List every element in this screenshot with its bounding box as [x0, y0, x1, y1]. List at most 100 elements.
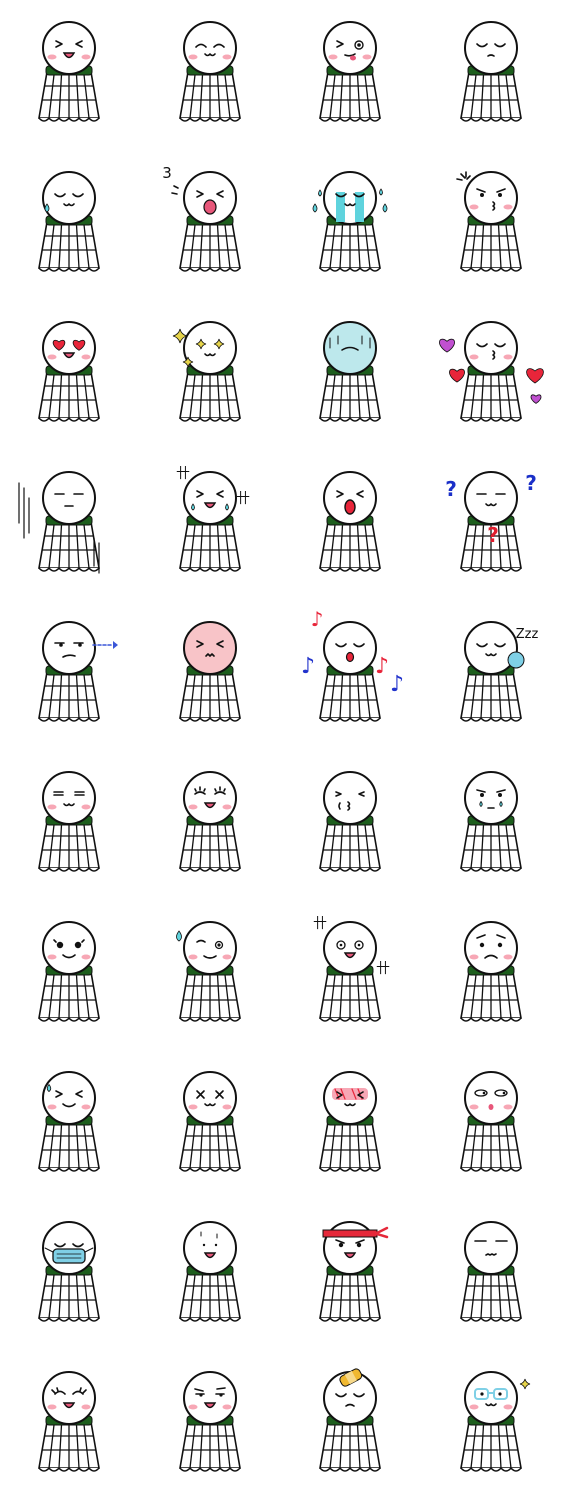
tongue: [350, 55, 356, 61]
sticker-frustrated-laugh[interactable]: 卄卄: [141, 450, 282, 600]
mouth: [62, 1103, 76, 1108]
head: [42, 1071, 96, 1125]
tear-drop-icon: [498, 800, 503, 807]
eye-left: [195, 190, 204, 198]
sticker-art: [38, 171, 100, 272]
heart-icon: [530, 394, 541, 404]
blush-left: [469, 204, 478, 210]
blush-left: [47, 804, 57, 810]
sticker-nervous-wink[interactable]: [141, 900, 282, 1050]
sticker-art: [319, 21, 381, 122]
sticker-art: [319, 471, 381, 572]
blush-right: [81, 804, 91, 810]
sticker-grin-lashes[interactable]: [0, 1350, 141, 1500]
sticker-squint-smile-tongue[interactable]: [0, 0, 141, 150]
blush-lines-icon: [334, 1088, 363, 1100]
head: [182, 321, 237, 375]
eye-right: [215, 190, 224, 198]
blush-left: [328, 54, 338, 60]
sticker-content-sweat[interactable]: [0, 150, 141, 300]
head: [182, 1071, 237, 1125]
head: [182, 921, 237, 975]
blush-left: [188, 804, 197, 810]
mouth: [204, 653, 215, 657]
eye-left: [195, 1090, 205, 1099]
sticker-kiss-lips[interactable]: 3: [141, 150, 282, 300]
sticker-wide-eyed-smile[interactable]: [0, 900, 141, 1050]
head: [323, 921, 377, 975]
sweat-drop-icon: [44, 203, 50, 213]
sticker-x-eyes[interactable]: [141, 1050, 282, 1200]
sticker-pale-shock[interactable]: [281, 300, 422, 450]
mouth: [484, 653, 497, 657]
blush-right: [503, 1104, 512, 1110]
sparkle-icon: [182, 356, 193, 368]
sticker-art: [312, 171, 388, 272]
blush-right: [81, 354, 91, 360]
sticker-injured[interactable]: [281, 1350, 422, 1500]
head: [42, 1221, 96, 1275]
sticker-lashes-blush[interactable]: [141, 750, 282, 900]
anger-mark-icon: [455, 171, 471, 181]
sticker-sleeping[interactable]: Zzz: [422, 600, 562, 750]
blush-right: [503, 354, 512, 360]
mouth: [345, 651, 355, 663]
sticker-gloomy[interactable]: [0, 450, 141, 600]
head: [323, 21, 377, 75]
sticker-determined[interactable]: [281, 1200, 422, 1350]
sticker-whistling[interactable]: [281, 750, 422, 900]
head: [42, 471, 96, 525]
sticker-crying[interactable]: [281, 150, 422, 300]
sticker-worried[interactable]: [422, 900, 562, 1050]
sticker-in-love[interactable]: [422, 300, 562, 450]
eye: [335, 643, 347, 648]
sticker-wearing-mask[interactable]: [0, 1200, 141, 1350]
sticker-side-glance[interactable]: [0, 600, 141, 750]
sticker-expressionless[interactable]: [422, 1200, 562, 1350]
sticker-smirk[interactable]: [141, 1350, 282, 1500]
sticker-blushing-hard[interactable]: [281, 1050, 422, 1200]
sticker-calm-closed-eyes[interactable]: [422, 0, 562, 150]
eye-right: [356, 1242, 362, 1248]
sticker-singing[interactable]: ♪♪♪♪: [281, 600, 422, 750]
eye: [54, 193, 66, 198]
eye: [493, 643, 506, 648]
head: [42, 771, 96, 825]
scribble-left: 卄: [176, 466, 190, 482]
mouth: [347, 801, 351, 811]
tear-drop-icon: [312, 203, 318, 213]
eye: [194, 43, 207, 48]
head: [42, 1371, 96, 1425]
sticker-happy-closed-eyes[interactable]: [141, 0, 282, 150]
sticker-glasses[interactable]: [422, 1350, 562, 1500]
mouth: [341, 346, 359, 351]
sticker-art: Zzz: [459, 621, 538, 722]
head: [463, 1071, 518, 1125]
mouth: [203, 802, 216, 809]
sticker-shouting[interactable]: [281, 450, 422, 600]
scribble-right: 卄: [236, 491, 250, 507]
sticker-sweaty-grin[interactable]: [0, 1050, 141, 1200]
eye-left: [479, 942, 484, 948]
sticker-teary-frown[interactable]: [422, 750, 562, 900]
sticker-art: [38, 621, 118, 722]
blush-right: [362, 54, 372, 60]
eye: [475, 343, 488, 348]
sticker-bored-o[interactable]: [422, 1050, 562, 1200]
sticker-flushed-wince[interactable]: [141, 600, 282, 750]
mouth: [345, 1403, 355, 1407]
sticker-annoyed-pout[interactable]: [422, 150, 562, 300]
sticker-art: [455, 171, 522, 272]
sticker-sparkle-eyes[interactable]: [141, 300, 282, 450]
sticker-startled[interactable]: 卄卄: [281, 900, 422, 1050]
sticker-smug-blush[interactable]: [0, 750, 141, 900]
blush-right: [81, 54, 91, 60]
sticker-heart-eyes[interactable]: [0, 300, 141, 450]
head: [42, 21, 96, 75]
zzz-icon: Zzz: [515, 627, 538, 642]
sticker-wink-tongue[interactable]: [281, 0, 422, 150]
sticker-confused[interactable]: ???: [422, 450, 562, 600]
eye-right: [497, 942, 502, 948]
sticker-blank-stare[interactable]: [141, 1200, 282, 1350]
blush-left: [469, 954, 478, 960]
